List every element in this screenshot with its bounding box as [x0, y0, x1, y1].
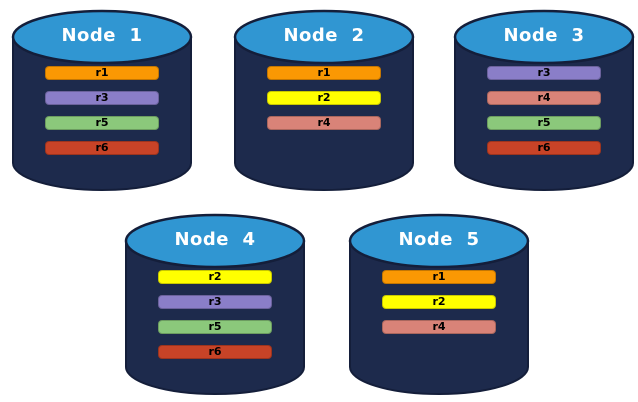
replica-bar-r1: r1 [382, 270, 496, 284]
replica-bar-r4: r4 [382, 320, 496, 334]
replica-bar-r6: r6 [45, 141, 159, 155]
replica-bar-r6: r6 [487, 141, 601, 155]
replica-list: r1 r2 r4 [267, 66, 381, 141]
replica-bar-r5: r5 [487, 116, 601, 130]
replica-bar-r3: r3 [158, 295, 272, 309]
node-title: Node 2 [283, 25, 365, 46]
node-2: Node 2 r1 r2 r4 [232, 8, 416, 192]
node-3: Node 3 r3 r4 r5 r6 [452, 8, 636, 192]
replica-list: r2 r3 r5 r6 [158, 270, 272, 370]
replica-bar-r3: r3 [487, 66, 601, 80]
replica-bar-r5: r5 [158, 320, 272, 334]
node-title: Node 1 [61, 25, 143, 46]
replica-bar-r6: r6 [158, 345, 272, 359]
replica-bar-r2: r2 [158, 270, 272, 284]
replica-bar-r3: r3 [45, 91, 159, 105]
node-1: Node 1 r1 r3 r5 r6 [10, 8, 194, 192]
replica-bar-r2: r2 [382, 295, 496, 309]
node-title: Node 3 [503, 25, 585, 46]
node-title: Node 4 [174, 229, 256, 250]
replica-bar-r1: r1 [267, 66, 381, 80]
replica-list: r3 r4 r5 r6 [487, 66, 601, 166]
replica-bar-r4: r4 [267, 116, 381, 130]
replica-list: r1 r3 r5 r6 [45, 66, 159, 166]
replica-list: r1 r2 r4 [382, 270, 496, 345]
node-5: Node 5 r1 r2 r4 [347, 212, 531, 396]
replica-bar-r2: r2 [267, 91, 381, 105]
replica-bar-r5: r5 [45, 116, 159, 130]
replica-bar-r1: r1 [45, 66, 159, 80]
replica-bar-r4: r4 [487, 91, 601, 105]
node-title: Node 5 [398, 229, 480, 250]
node-4: Node 4 r2 r3 r5 r6 [123, 212, 307, 396]
